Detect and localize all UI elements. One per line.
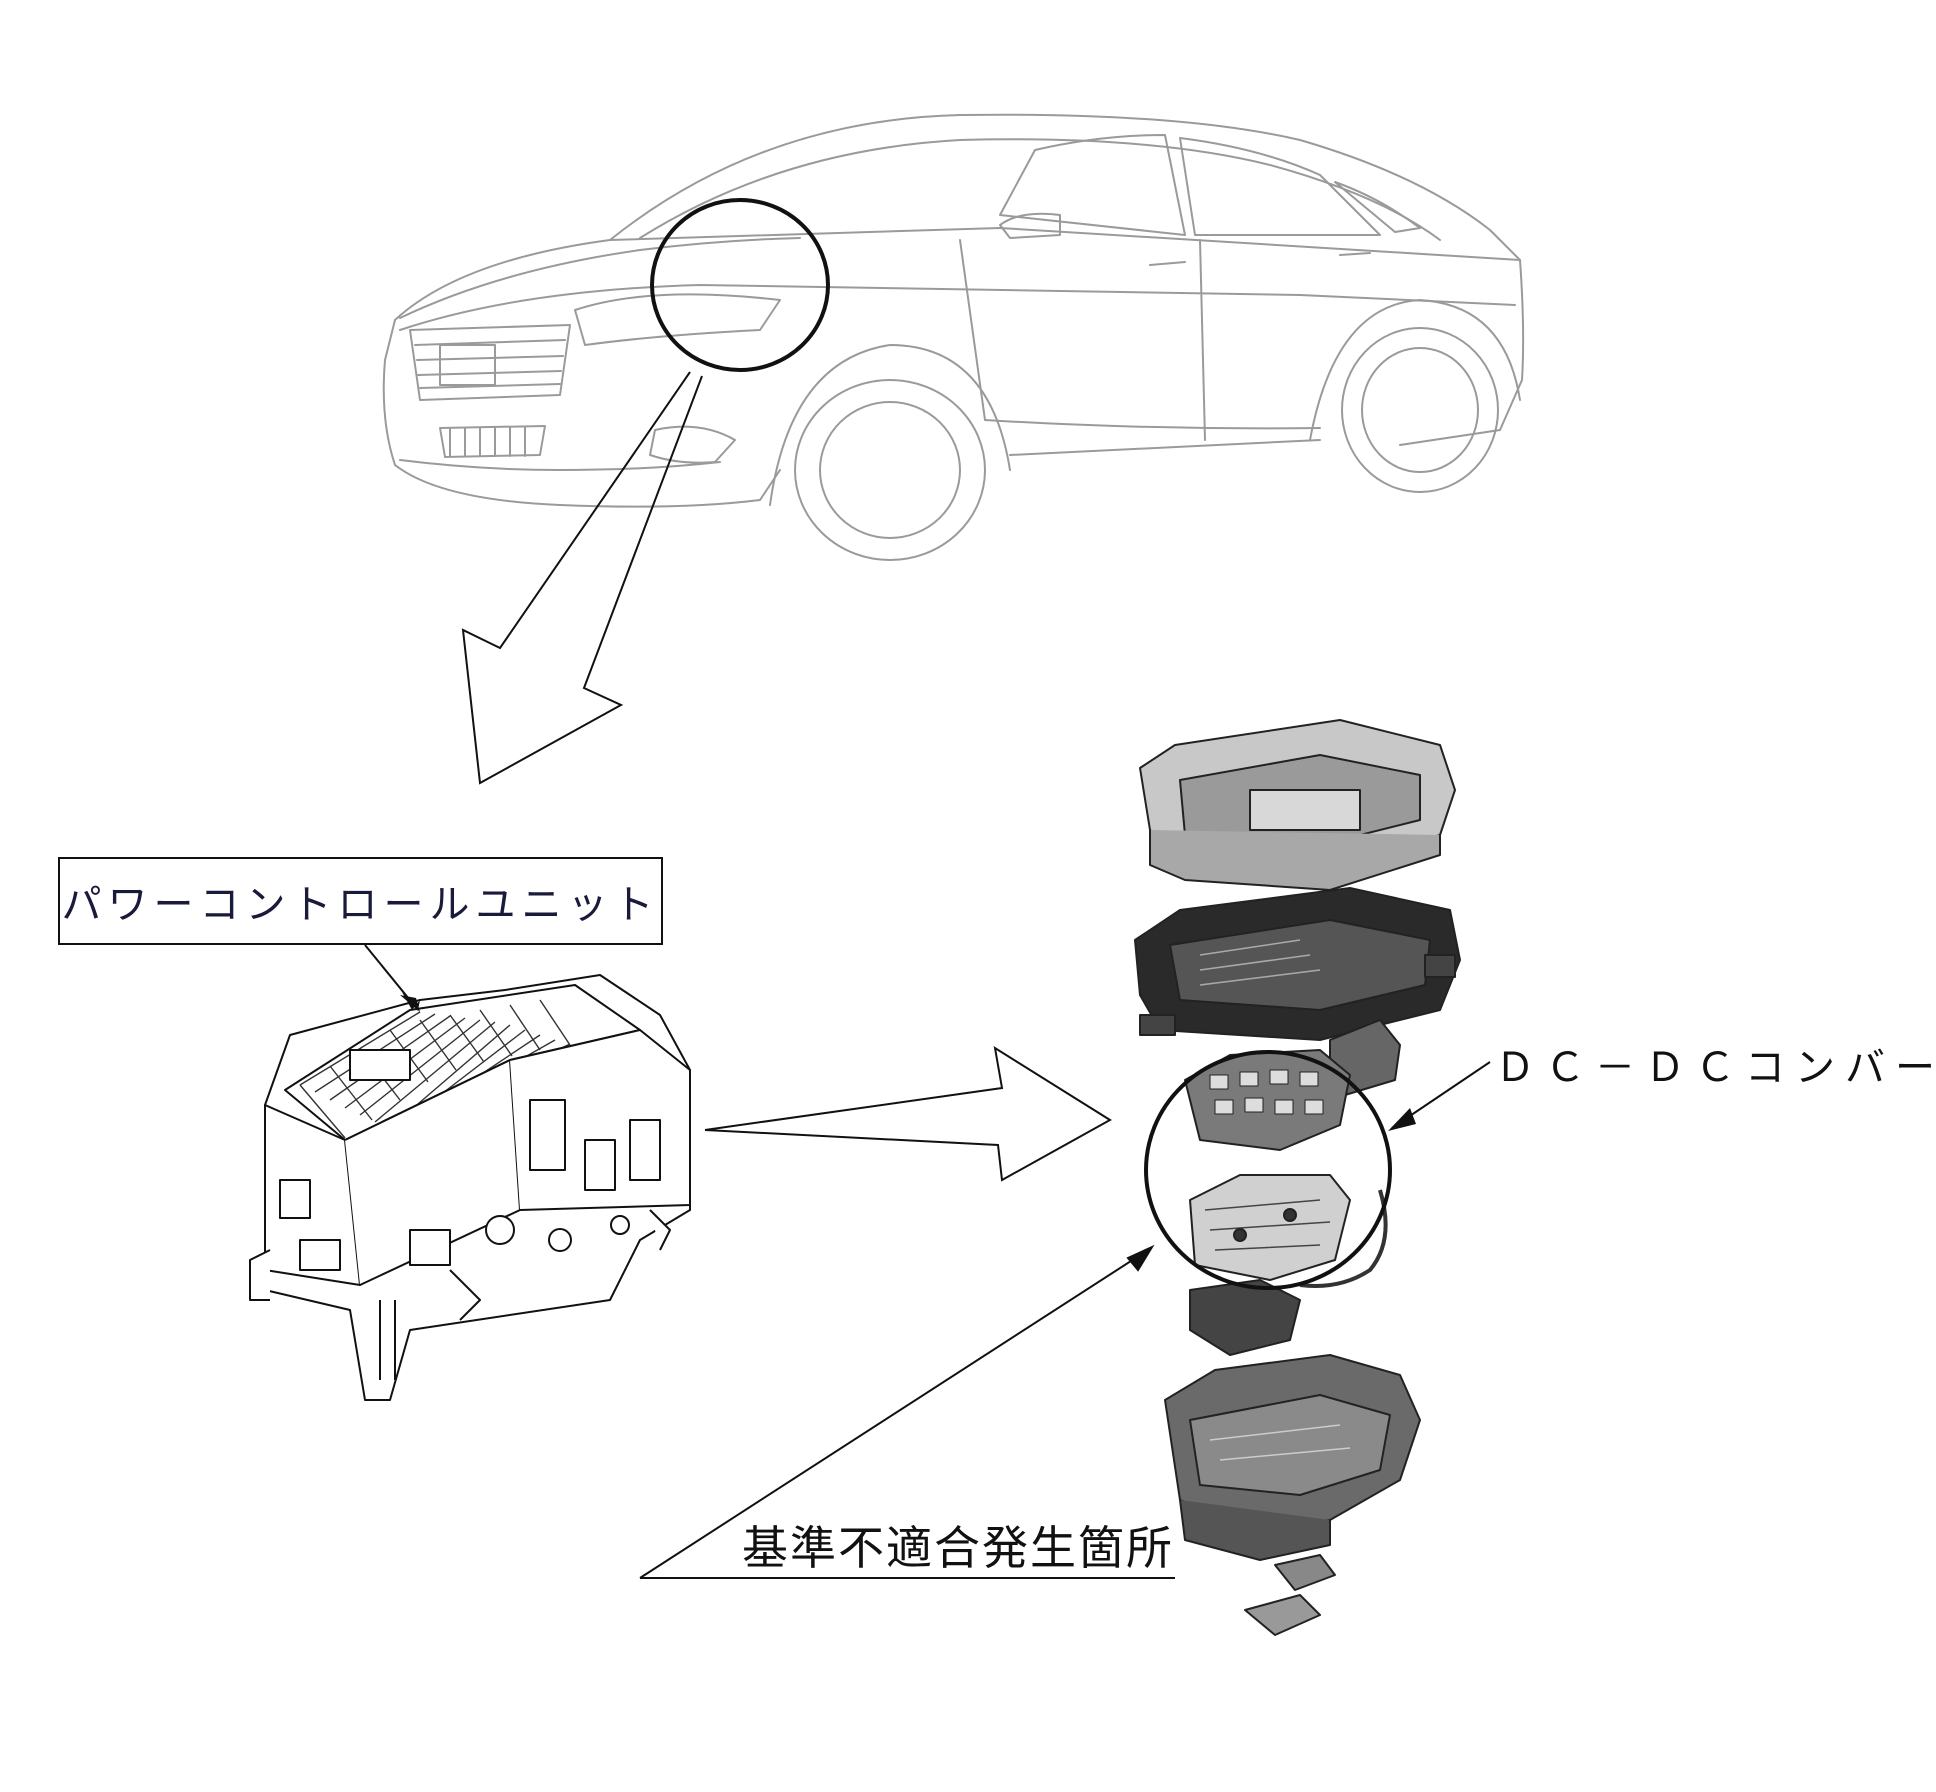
dcdc-callout-circle [1144,1050,1392,1290]
dcdc-label: ＤＣ－ＤＣコンバータ [1495,1045,1936,1091]
vehicle-illustration [382,113,1525,561]
pcu-label: パワーコントロールユニット [58,857,663,945]
vehicle-callout-circle [650,198,830,372]
dcdc-leader [1388,1061,1491,1131]
location-leader [639,1244,1175,1579]
hollow-arrow-down [461,371,703,785]
hollow-arrow-right [704,1045,1112,1182]
nonconformity-location-label: 基準不適合発生箇所 [742,1521,1174,1575]
pcu-leader [364,944,420,1012]
exploded-view [1134,719,1461,1636]
pcu-label-text: パワーコントロールユニット [61,882,660,928]
pcu-illustration [249,974,691,1401]
